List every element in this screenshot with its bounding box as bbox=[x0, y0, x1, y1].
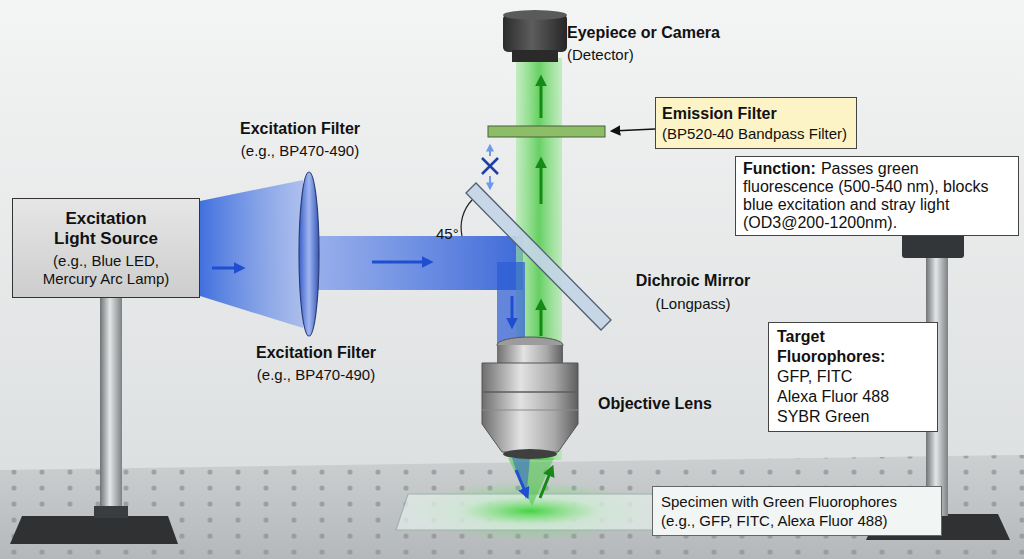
objective-collar bbox=[497, 345, 563, 363]
post-holder bbox=[94, 506, 128, 518]
box-heading: Excitation Light Source bbox=[47, 209, 165, 249]
box-text: SYBR Green bbox=[777, 407, 929, 427]
optical-table bbox=[0, 455, 1024, 559]
box-text: (BP520-40 Bandpass Filter) bbox=[662, 124, 850, 143]
specimen-callout: Specimen with Green Fluorophores(e.g., G… bbox=[652, 486, 942, 536]
light-arrow bbox=[540, 468, 552, 498]
camera-mount bbox=[512, 50, 558, 62]
objective-band bbox=[482, 391, 578, 393]
light-arrow bbox=[516, 470, 527, 496]
fluorophore-list-box: Target Fluorophores:GFP, FITCAlexa Fluor… bbox=[768, 322, 938, 432]
block-cross bbox=[482, 158, 498, 174]
post-base bbox=[10, 516, 178, 544]
light-arrow bbox=[540, 302, 543, 336]
leader-arrow bbox=[612, 129, 655, 131]
part-sublabel: (e.g., BP470-490) bbox=[241, 142, 359, 160]
part-sublabel: (e.g., BP470-490) bbox=[257, 366, 375, 384]
objective-front-lens bbox=[503, 449, 557, 459]
blocked-light-arrow bbox=[489, 146, 491, 156]
box-text: GFP, FITC bbox=[777, 367, 929, 387]
excitation-beam bbox=[313, 236, 523, 290]
emission-cone bbox=[508, 458, 554, 506]
part-label: Excitation Filter bbox=[240, 120, 360, 138]
box-text: (e.g., GFP, FITC, Alexa Fluor 488) bbox=[661, 511, 933, 530]
part-sublabel: (Longpass) bbox=[655, 295, 730, 313]
part-label: Dichroic Mirror bbox=[636, 272, 751, 290]
light-arrow bbox=[540, 160, 543, 204]
part-label: Eyepiece or Camera bbox=[567, 24, 720, 42]
objective-band bbox=[482, 410, 578, 411]
angle-arc bbox=[461, 200, 472, 236]
excitation-filter-disc bbox=[299, 172, 319, 336]
emission-filter-plate bbox=[488, 126, 605, 137]
excitation-cone bbox=[512, 458, 530, 500]
excitation-beam bbox=[200, 180, 303, 328]
optical-post bbox=[100, 296, 122, 518]
angle-label: 45° bbox=[436, 225, 459, 243]
box-text: (e.g., Blue LED, Mercury Arc Lamp) bbox=[31, 252, 181, 288]
box-heading: Target Fluorophores: bbox=[777, 327, 929, 367]
light-arrow bbox=[212, 267, 242, 270]
light-arrow bbox=[372, 261, 430, 264]
blocked-light-arrow bbox=[489, 176, 491, 188]
box-heading: Specimen with Green Fluorophores bbox=[661, 492, 933, 511]
box-heading: Function: bbox=[743, 160, 816, 177]
objective-body bbox=[482, 363, 578, 452]
camera-top bbox=[503, 10, 567, 20]
block-cross bbox=[482, 158, 498, 174]
table-holes bbox=[0, 455, 1024, 559]
part-label: Excitation Filter bbox=[256, 344, 376, 362]
emission-filter-callout: Emission Filter(BP520-40 Bandpass Filter… bbox=[655, 97, 857, 149]
part-label: Objective Lens bbox=[598, 395, 712, 413]
box-heading: Emission Filter bbox=[662, 104, 850, 124]
box-text: Alexa Fluor 488 bbox=[777, 387, 929, 407]
light-source-box: Excitation Light Source(e.g., Blue LED, … bbox=[12, 198, 200, 298]
part-sublabel: (Detector) bbox=[567, 46, 634, 64]
light-arrow bbox=[511, 296, 514, 326]
light-arrow bbox=[540, 78, 543, 118]
function-note-box: Function:Passes green fluorescence (500-… bbox=[735, 156, 1019, 236]
dichroic-mirror bbox=[466, 183, 611, 330]
